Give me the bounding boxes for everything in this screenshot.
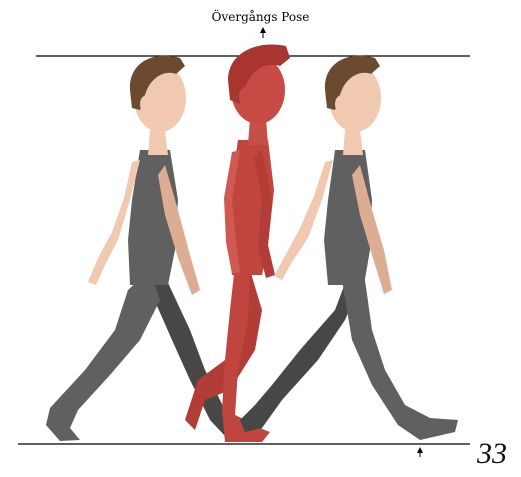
bottom-arrow-icon bbox=[417, 447, 423, 457]
page-number: 33 bbox=[477, 437, 507, 471]
top-arrow-icon bbox=[260, 27, 266, 38]
